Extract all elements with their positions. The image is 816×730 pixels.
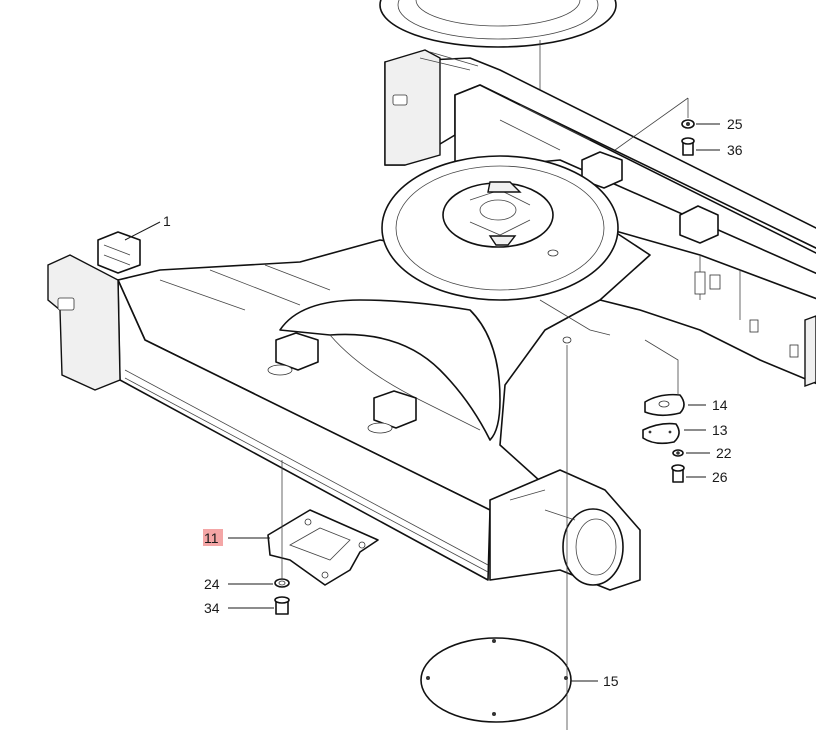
bracket-assembly [267,460,379,615]
rear-cross-member [384,49,816,275]
svg-text:22: 22 [716,445,732,461]
svg-text:25: 25 [727,116,743,132]
svg-text:36: 36 [727,142,743,158]
svg-text:26: 26 [712,469,728,485]
callout-24[interactable]: 24 [204,576,273,592]
cover-plate-parts [614,97,695,483]
svg-text:11: 11 [204,530,219,546]
idler-boss [489,469,641,591]
svg-text:1: 1 [163,213,171,229]
callout-11[interactable]: 11 [203,529,270,546]
callout-22[interactable]: 22 [686,445,732,461]
svg-text:15: 15 [603,673,619,689]
callout-14[interactable]: 14 [688,397,728,413]
bottom-cover-plate [420,336,572,730]
svg-text:34: 34 [204,600,220,616]
callout-36[interactable]: 36 [696,142,743,158]
callout-25[interactable]: 25 [696,116,743,132]
center-slewing-ring [381,155,619,301]
callout-13[interactable]: 13 [684,422,728,438]
callout-34[interactable]: 34 [204,600,274,616]
callout-15[interactable]: 15 [571,673,619,689]
callout-1[interactable]: 1 [124,213,171,241]
callout-26[interactable]: 26 [686,469,728,485]
svg-text:13: 13 [712,422,728,438]
left-end-plate [47,231,141,391]
callout-labels: 1 11 13 14 15 22 24 25 [124,116,743,689]
svg-text:14: 14 [712,397,728,413]
right-side-member [599,229,816,387]
callout-11-highlight [203,529,223,546]
svg-text:24: 24 [204,576,220,592]
